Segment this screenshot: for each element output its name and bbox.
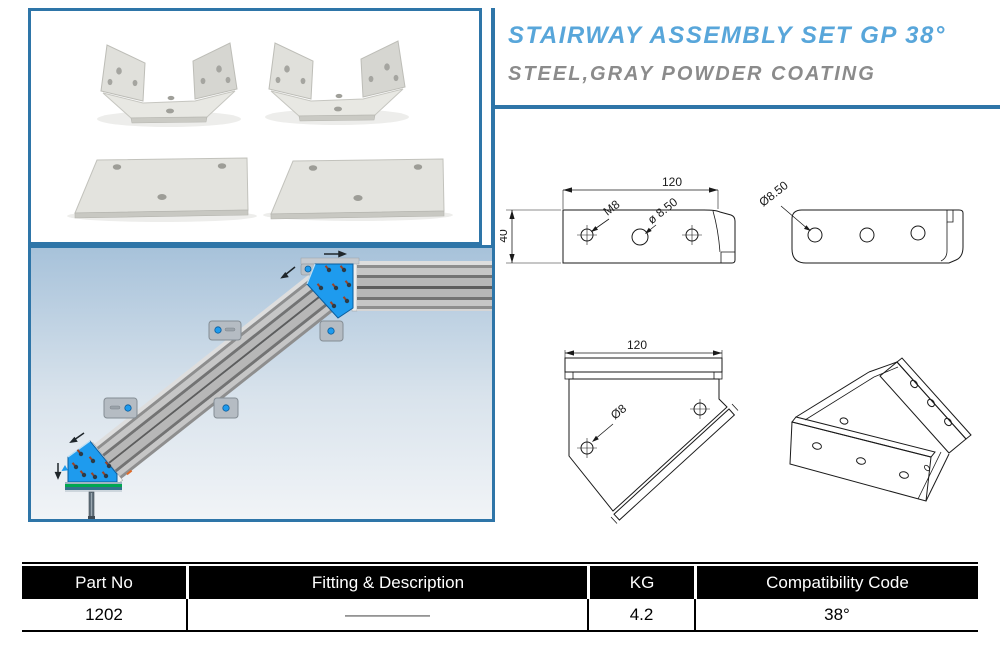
- spec-table-header-row: Part No Fitting & Description KG Compati…: [22, 566, 978, 599]
- anchor-plate: [319, 320, 344, 342]
- bottom-gusset-plate: [65, 440, 122, 519]
- page-subtitle: STEEL,GRAY POWDER COATING: [508, 63, 876, 85]
- inclined-extrusion-beam: [87, 260, 353, 485]
- anchor-plate: [213, 397, 239, 419]
- title-underline: [492, 105, 1000, 109]
- hole-diameter-label: Ø8.50: [756, 178, 791, 209]
- hole-diameter-label: ø 8.50: [645, 195, 681, 227]
- header-kg: KG: [586, 566, 694, 599]
- corner-bracket-left: [100, 42, 238, 124]
- header-part-no: Part No: [75, 572, 133, 592]
- assembly-render: [31, 248, 492, 519]
- cell-part-no: 1202: [85, 604, 123, 624]
- anchor-plate: [103, 397, 138, 419]
- header-fitting-description: Fitting & Description: [185, 566, 587, 599]
- dim-height-label: 40: [500, 229, 510, 243]
- drawing-top-view: Ø8.50: [756, 178, 964, 264]
- hole-diameter-label: Ø8: [608, 401, 629, 422]
- spec-table-row: 1202 ————— 4.2 38°: [22, 599, 978, 632]
- top-gusset-plate: [300, 257, 360, 319]
- cell-fitting-description: —————: [185, 599, 587, 630]
- cell-compatibility-code: 38°: [694, 599, 978, 630]
- dim-width-label: 120: [627, 338, 647, 352]
- technical-drawings: 120 40 M8 ø 8.50 Ø8.50: [500, 175, 972, 524]
- horizontal-extrusion-beam: [351, 260, 492, 312]
- page-title: STAIRWAY ASSEMBLY SET GP 38°: [508, 22, 946, 49]
- cell-kg: 4.2: [586, 599, 694, 630]
- header-compatibility-code: Compatibility Code: [694, 566, 978, 599]
- assembly-render-panel: [28, 245, 495, 522]
- thread-label: M8: [601, 197, 623, 218]
- flat-plate-right: [270, 158, 445, 220]
- anchor-plate: [208, 320, 242, 341]
- green-base-strip: [65, 484, 122, 487]
- drawing-front-view: 120 40 M8 ø 8.50: [500, 175, 736, 264]
- drawing-gusset-view: 120 Ø8: [564, 338, 739, 524]
- drawing-isometric-view: [789, 357, 972, 502]
- spec-table: Part No Fitting & Description KG Compati…: [22, 562, 978, 632]
- flat-plate-left: [74, 157, 249, 219]
- product-photo-panel: [28, 8, 482, 245]
- base-plate-edge: [65, 482, 122, 484]
- product-photo: [67, 40, 453, 222]
- dim-width-label: 120: [662, 175, 682, 189]
- direction-arrows: [54, 250, 348, 480]
- corner-bracket-right: [268, 40, 406, 122]
